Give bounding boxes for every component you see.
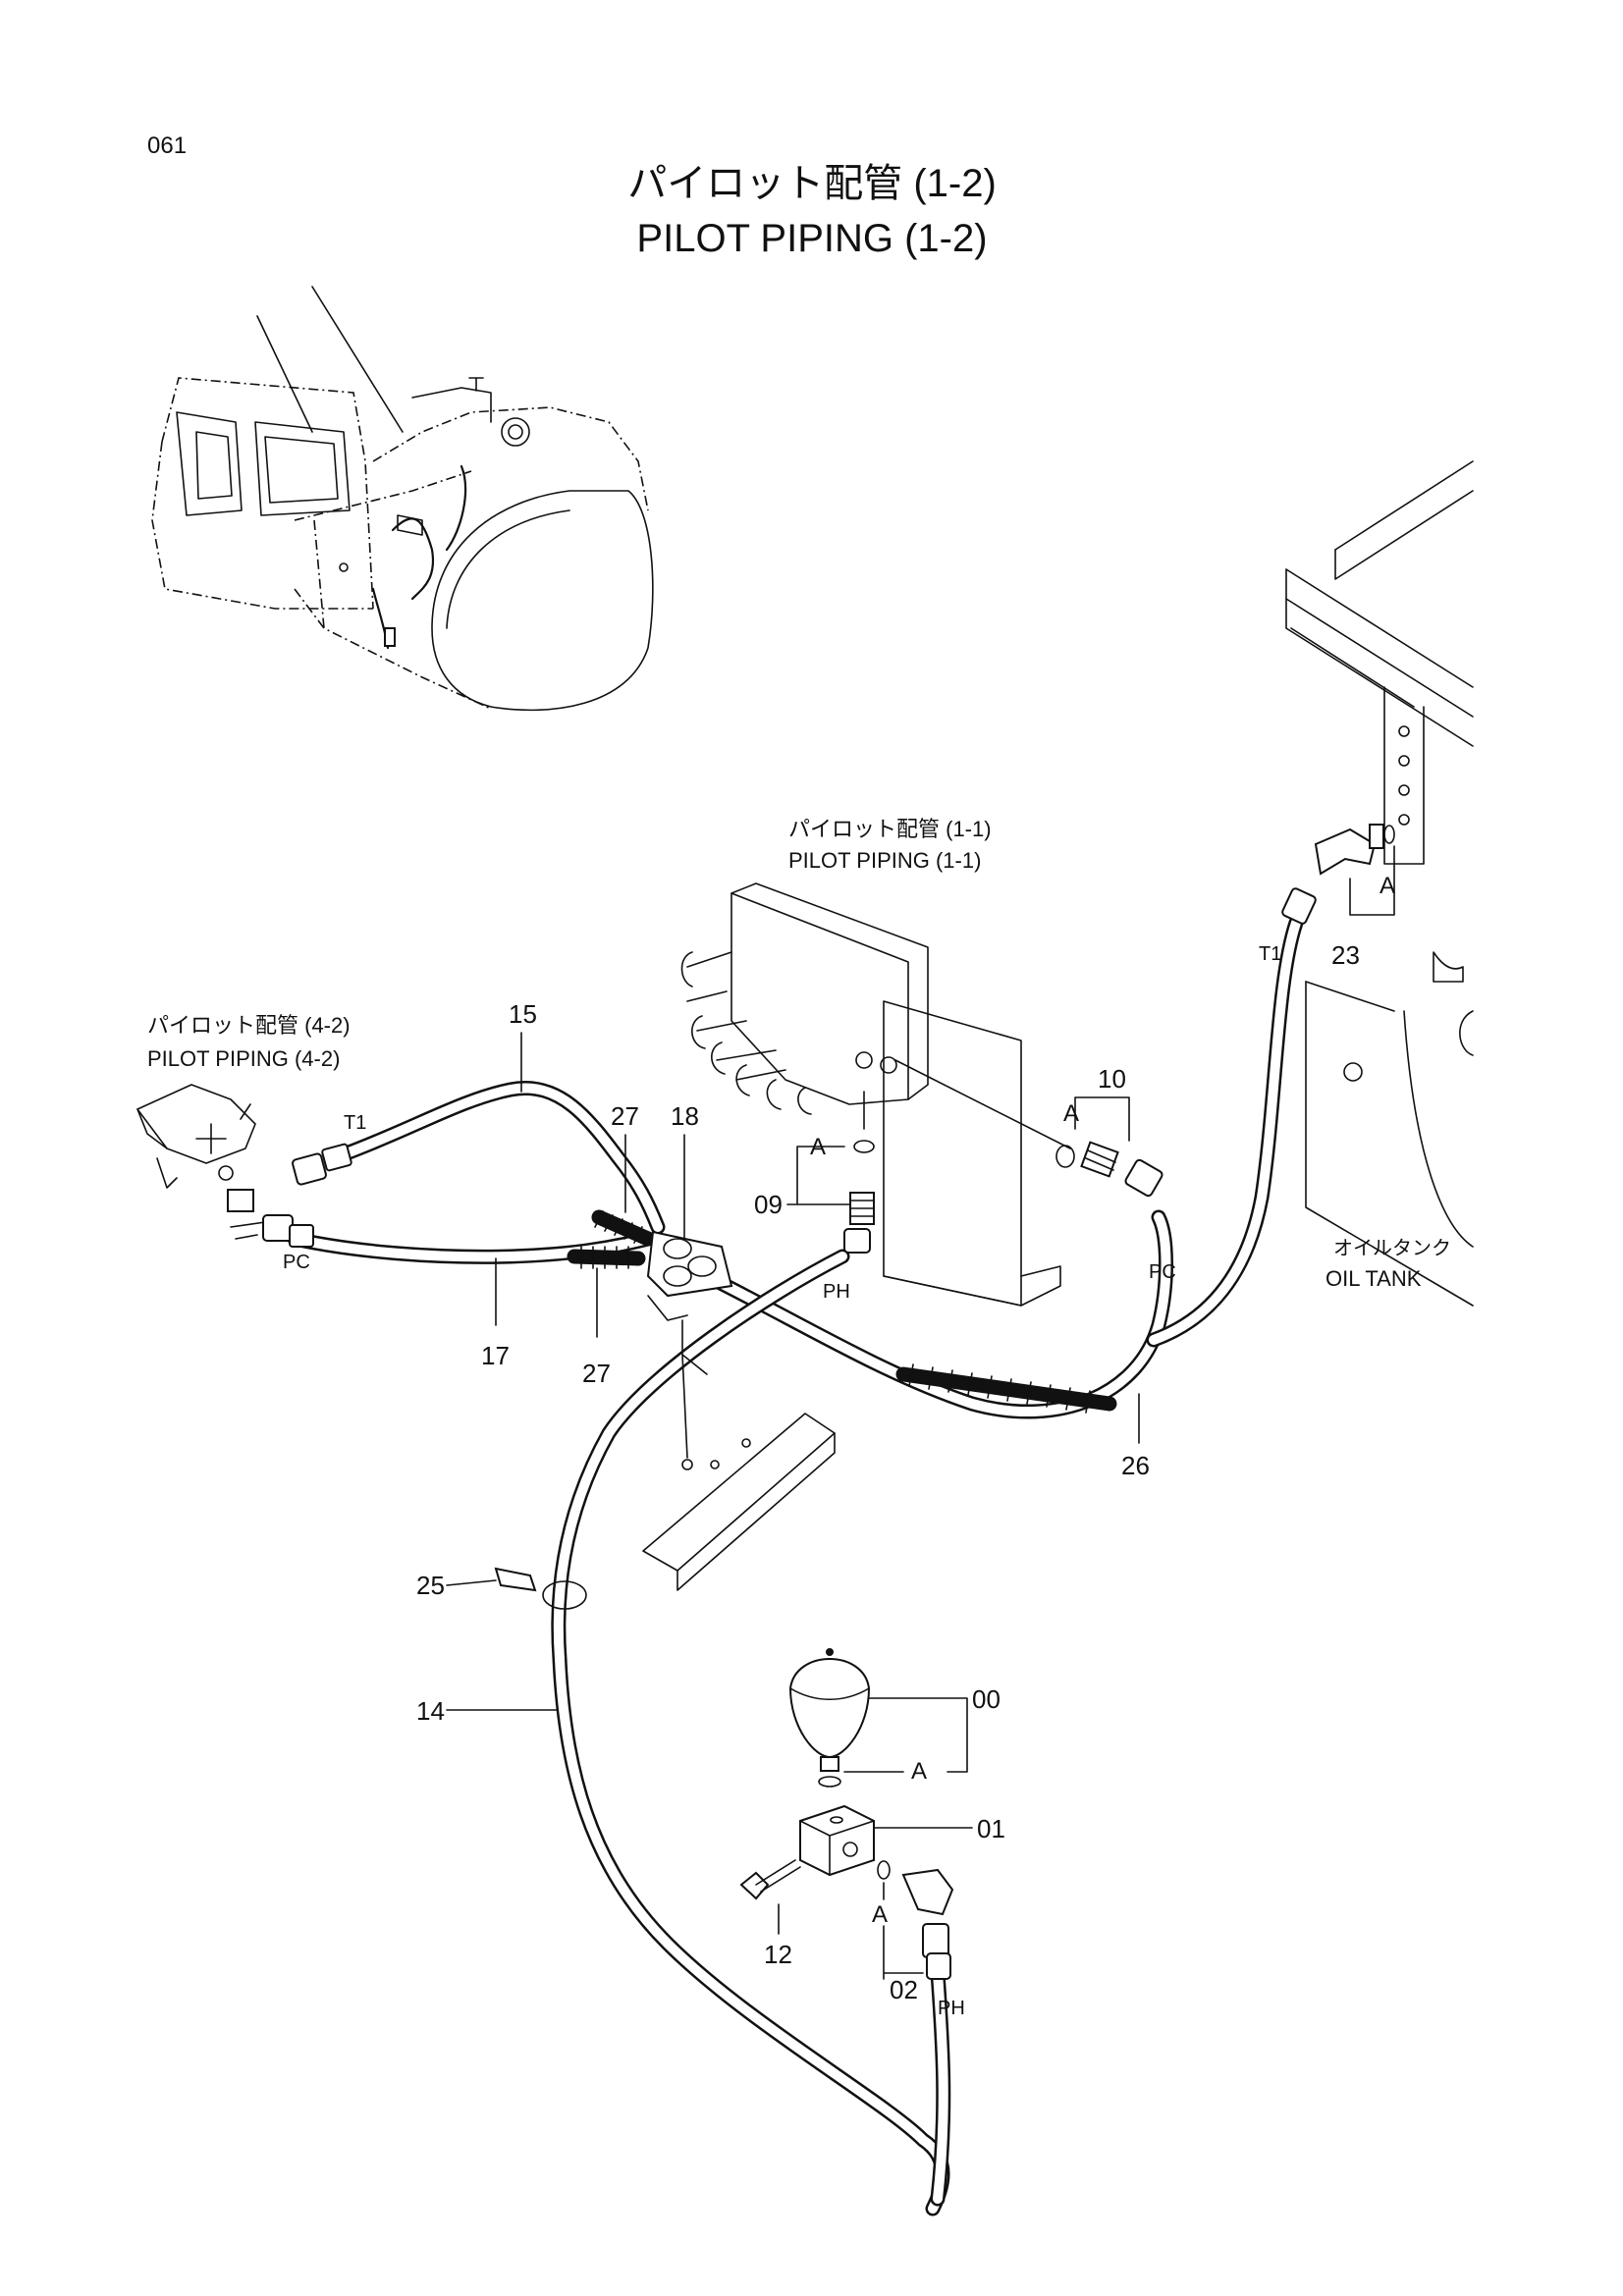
accumulator-00 <box>788 1648 871 1788</box>
kit-letter-10: A <box>1063 1100 1079 1127</box>
hose-ph-vertical <box>930 1965 951 2207</box>
excavator-inset-illustration <box>151 286 654 712</box>
callout-00: 00 <box>972 1684 1001 1714</box>
pilot-valve-illustration <box>680 882 1119 1307</box>
hose-14 <box>551 1249 950 2216</box>
port-label-ph-center: PH <box>823 1281 850 1303</box>
ref-pilot-piping-1-1-jp: パイロット配管 (1-1) <box>788 817 992 841</box>
hose-17 <box>287 1231 656 1264</box>
kit-letter-02: A <box>872 1901 888 1928</box>
kit-letter-00: A <box>911 1758 927 1785</box>
left-valve-illustration <box>136 1084 266 1240</box>
page-title-en: PILOT PIPING (1-2) <box>636 217 987 260</box>
page-title-jp: パイロット配管 (1-2) <box>627 162 997 205</box>
callout-01: 01 <box>977 1814 1005 1843</box>
kit-letter-09: A <box>810 1134 826 1160</box>
callout-23: 23 <box>1331 940 1360 970</box>
oil-tank-label-en: OIL TANK <box>1325 1266 1422 1291</box>
callout-15: 15 <box>509 999 537 1029</box>
callout-17: 17 <box>481 1341 510 1370</box>
kit-letter-23: A <box>1380 873 1395 899</box>
hose-26 <box>699 1209 1173 1419</box>
clip-25 <box>494 1567 587 1610</box>
page-number: 061 <box>147 133 187 159</box>
ref-pilot-piping-4-2-jp: パイロット配管 (4-2) <box>147 1013 351 1038</box>
spiral-guard-27 <box>567 1209 656 1269</box>
callout-18: 18 <box>671 1101 699 1131</box>
callout-25: 25 <box>416 1571 445 1600</box>
ref-pilot-piping-1-1-en: PILOT PIPING (1-1) <box>788 848 981 873</box>
hose-15 <box>336 1081 666 1235</box>
spiral-guard-26 <box>895 1363 1117 1414</box>
port-label-ph-bottom: PH <box>938 1998 965 2019</box>
block-01 <box>799 1804 875 1877</box>
hose-fittings <box>262 824 1395 1980</box>
callout-14: 14 <box>416 1696 445 1726</box>
oil-tank-illustration: オイルタンク OIL TANK <box>1285 460 1474 1307</box>
callout-10: 10 <box>1098 1064 1126 1094</box>
bolt-12 <box>739 1859 801 1900</box>
hose-t1-tank <box>1146 915 1304 1348</box>
ref-pilot-piping-4-2-en: PILOT PIPING (4-2) <box>147 1046 340 1071</box>
clamp-18 <box>646 1230 733 1470</box>
callout-02: 02 <box>890 1975 918 2004</box>
port-label-t1-left: T1 <box>344 1112 366 1134</box>
frame-channel <box>642 1413 836 1591</box>
callouts: 15 27 18 17 27 09 A 10 A A 23 26 25 14 <box>416 845 1395 2004</box>
port-label-pc-right: PC <box>1149 1261 1176 1283</box>
callout-26: 26 <box>1121 1451 1150 1480</box>
callout-12: 12 <box>764 1940 792 1969</box>
oil-tank-label-jp: オイルタンク <box>1333 1237 1451 1259</box>
callout-09: 09 <box>754 1190 783 1219</box>
port-label-pc-left: PC <box>283 1252 310 1273</box>
callout-27-bottom: 27 <box>582 1359 611 1388</box>
port-label-t1-right: T1 <box>1259 943 1281 965</box>
callout-27-top: 27 <box>611 1101 639 1131</box>
